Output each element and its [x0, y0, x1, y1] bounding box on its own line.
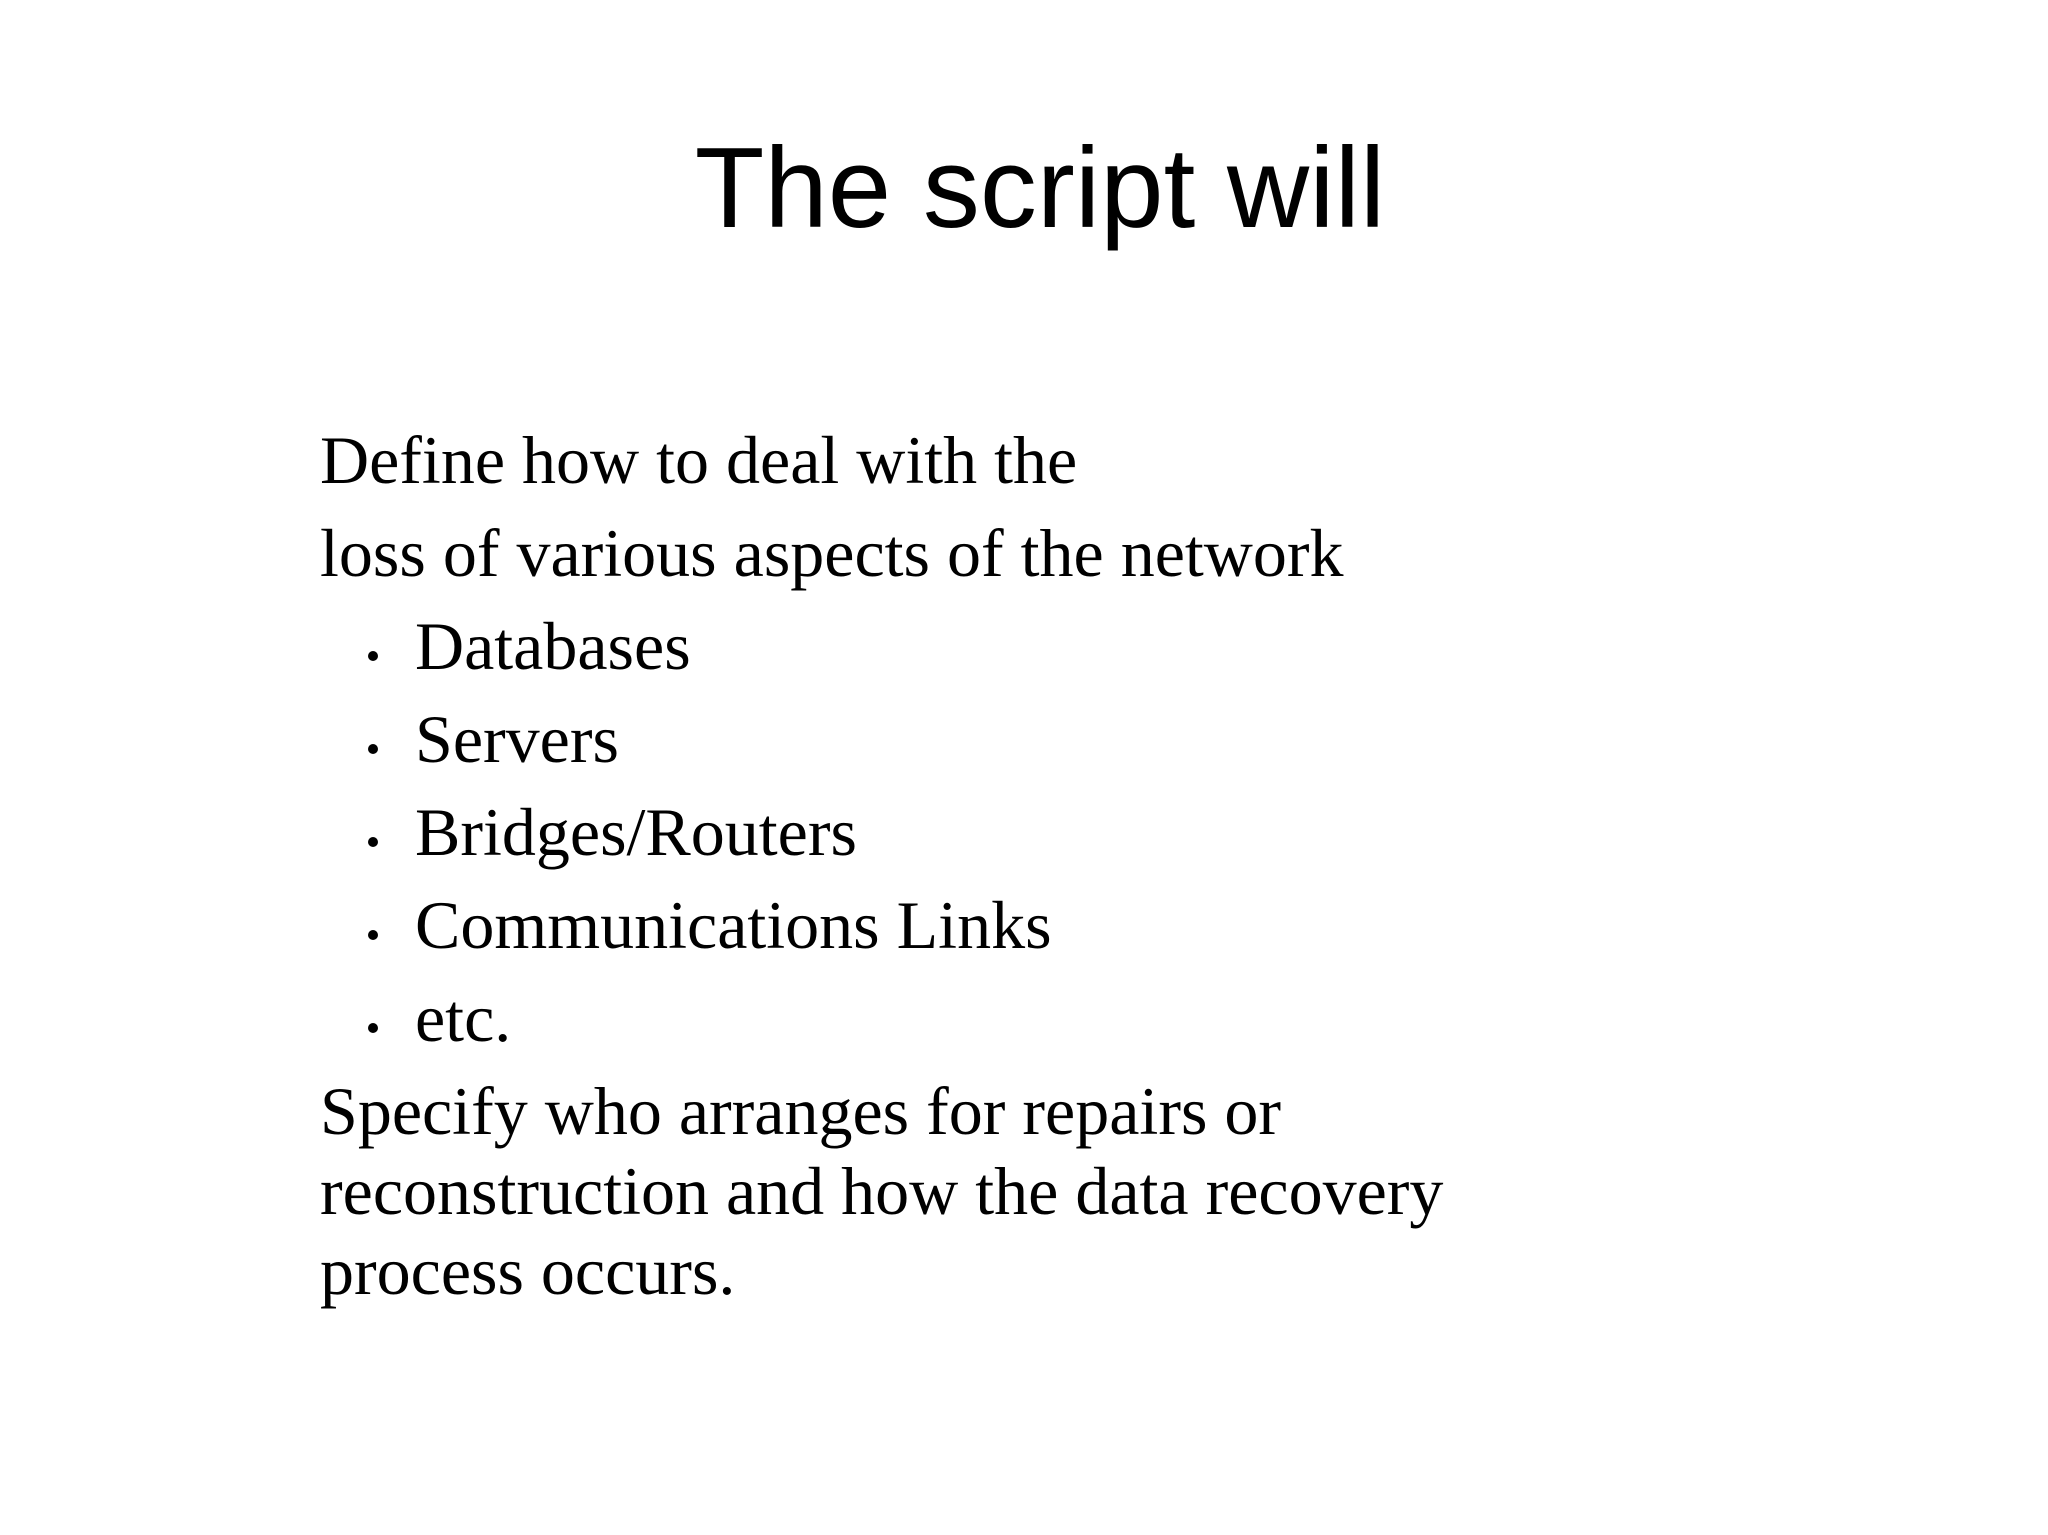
- slide-title: The script will: [694, 125, 1386, 252]
- intro-line: Define how to deal with the: [320, 422, 1078, 498]
- bullet-list: Databases Servers Bridges/Routers Commun…: [320, 606, 1720, 1058]
- closing-paragraph: Specify who arranges for repairs or reco…: [320, 1071, 1720, 1311]
- bullet-item: Bridges/Routers: [320, 792, 1720, 872]
- bullet-item: Databases: [320, 606, 1720, 686]
- bullet-dot-icon: [368, 930, 378, 940]
- bullet-dot-icon: [368, 1023, 378, 1033]
- bullet-label: Servers: [415, 701, 619, 777]
- bullet-item: Servers: [320, 699, 1720, 779]
- bullet-dot-icon: [368, 837, 378, 847]
- bullet-dot-icon: [368, 744, 378, 754]
- bullet-item: Communications Links: [320, 885, 1720, 965]
- bullet-item: etc.: [320, 978, 1720, 1058]
- closing-line: Specify who arranges for repairs or: [320, 1073, 1282, 1149]
- bullet-label: Databases: [415, 608, 691, 684]
- closing-line: process occurs.: [320, 1233, 736, 1309]
- bullet-label: Bridges/Routers: [415, 794, 857, 870]
- bullet-label: Communications Links: [415, 887, 1052, 963]
- bullet-dot-icon: [368, 651, 378, 661]
- slide-body: Define how to deal with the loss of vari…: [320, 420, 1720, 1311]
- bullet-label: etc.: [415, 980, 512, 1056]
- closing-line: reconstruction and how the data recovery: [320, 1153, 1444, 1229]
- intro-line: loss of various aspects of the network: [320, 515, 1344, 591]
